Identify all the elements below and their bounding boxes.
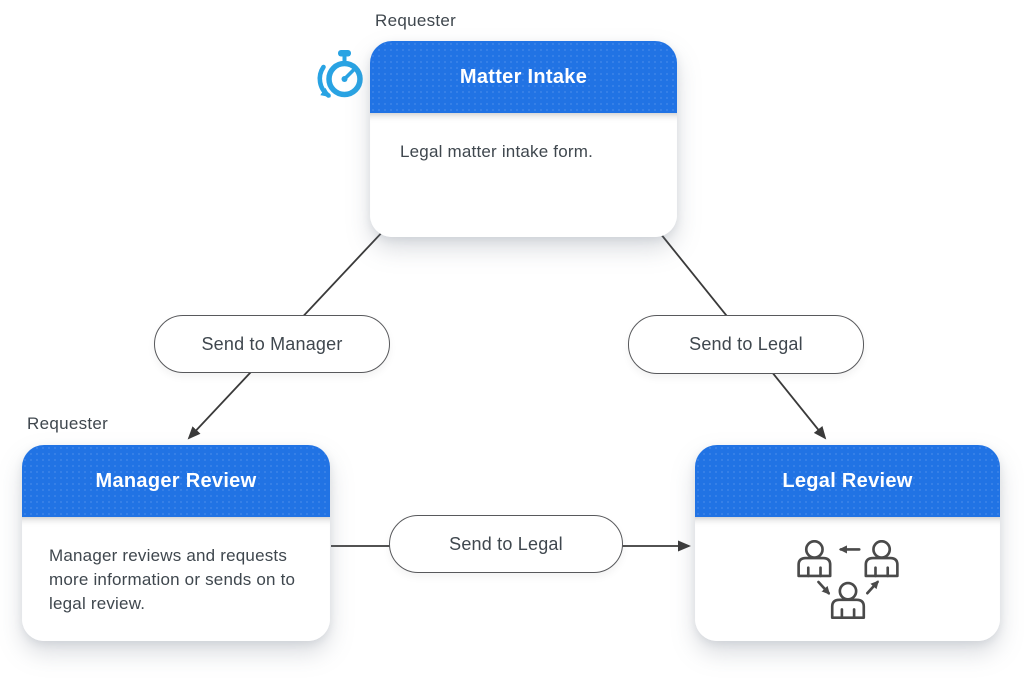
edge-label-intake-to-legal[interactable]: Send to Legal [628,315,864,374]
node-body: Manager reviews and requests more inform… [22,517,330,641]
node-title: Matter Intake [459,65,588,88]
role-label-matter-intake: Requester [375,11,457,30]
edge-label-text: Send to Manager [201,333,343,354]
node-description: Legal matter intake form. [400,142,594,161]
node-description: Manager reviews and requests more inform… [49,546,296,613]
edge-label-manager-to-legal[interactable]: Send to Legal [389,515,623,573]
node-header: Manager Review [22,445,330,517]
node-legal-review[interactable]: Legal Review [695,445,1000,641]
node-header: Matter Intake [370,41,677,113]
edge-label-intake-to-manager[interactable]: Send to Manager [154,315,390,373]
people-collaboration-icon [796,540,899,619]
role-label-manager-review: Requester [27,414,109,433]
node-body: Legal matter intake form. [370,113,677,237]
node-manager-review[interactable]: Manager Review Manager reviews and reque… [22,445,330,641]
edge-label-text: Send to Legal [449,533,563,554]
node-body [695,517,1000,641]
node-header: Legal Review [695,445,1000,517]
node-title: Legal Review [782,469,913,492]
edge-label-text: Send to Legal [689,334,803,354]
node-title: Manager Review [95,469,257,492]
stopwatch-timer-icon [314,48,368,108]
node-matter-intake[interactable]: Matter Intake Legal matter intake form. [370,41,677,237]
